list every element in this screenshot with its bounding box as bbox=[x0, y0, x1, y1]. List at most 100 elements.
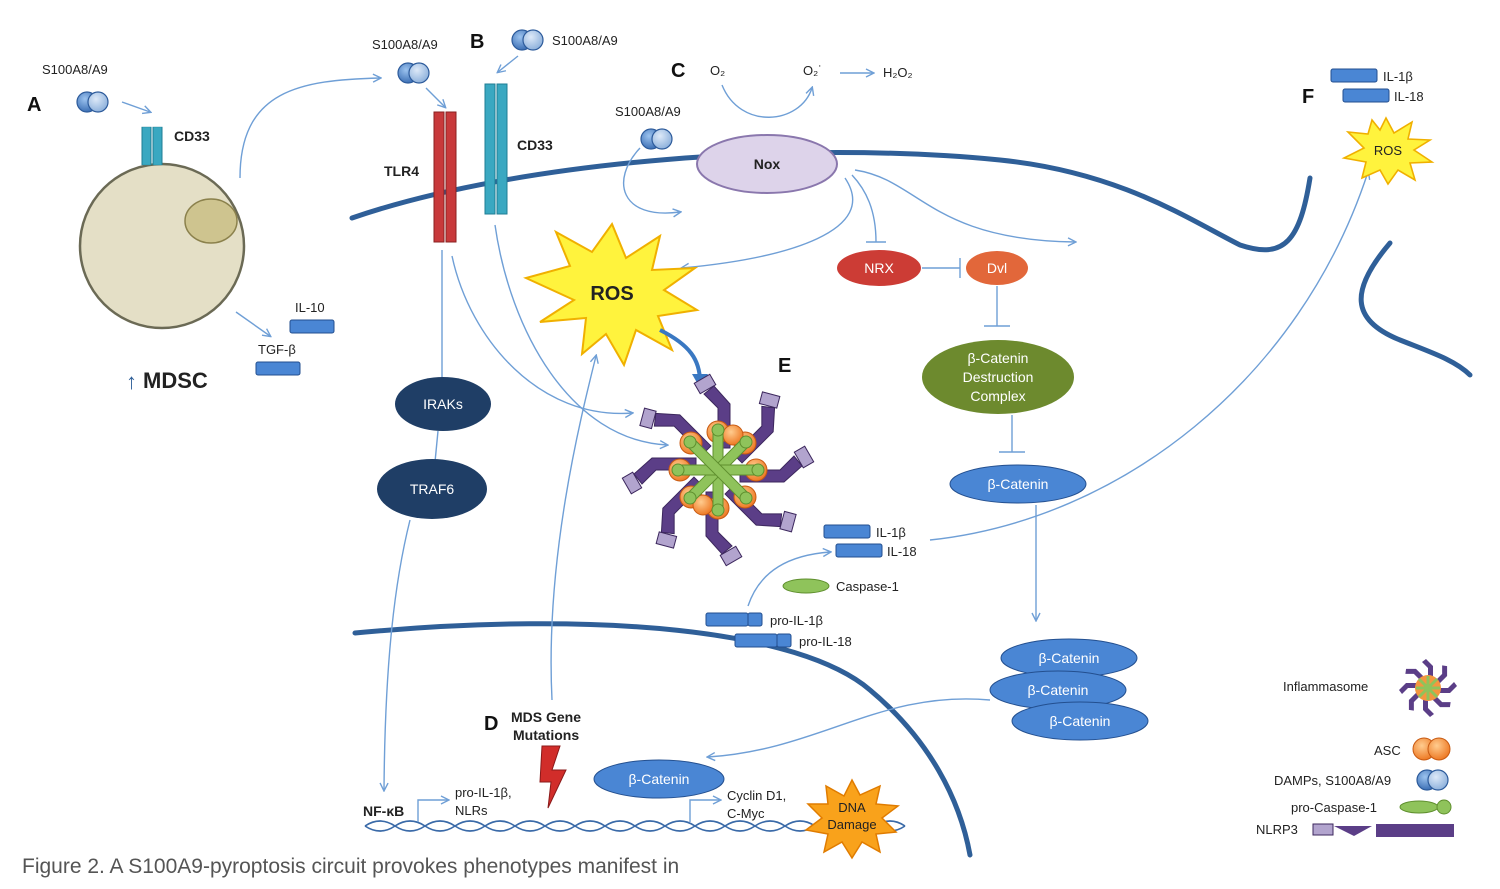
arrow-o2-to-o2-radical bbox=[721, 84, 812, 118]
arrow-s100-c-loop bbox=[623, 147, 680, 213]
iraks-node bbox=[395, 377, 491, 431]
pro-il18-bar bbox=[734, 633, 792, 648]
il1b-label-f: IL-1β bbox=[1383, 69, 1413, 84]
nox-node bbox=[696, 134, 838, 194]
mdsc-label: MDSC bbox=[143, 368, 208, 393]
line-iraks-to-traf6 bbox=[434, 430, 439, 463]
inflammasome-complex bbox=[621, 373, 815, 567]
inhibit-nox-to-nrx bbox=[851, 174, 886, 243]
target2-label-2: C-Myc bbox=[727, 806, 765, 821]
arrow-nox-to-ros bbox=[682, 177, 854, 268]
il1b-bar-e bbox=[823, 524, 871, 539]
arrow-tlr4-to-inflammasome bbox=[451, 255, 632, 413]
target1-label-1: pro-IL-1β, bbox=[455, 785, 512, 800]
pro-il18-label: pro-IL-18 bbox=[799, 634, 852, 649]
arrow-s100-to-cd33-b bbox=[498, 55, 519, 72]
h2o2-label: H₂O₂ bbox=[883, 65, 913, 80]
ros-main-label: ROS bbox=[590, 283, 633, 305]
panel-label-f: F bbox=[1302, 86, 1314, 108]
dvl-label: Dvl bbox=[987, 260, 1007, 276]
bcatenin-nuclear-label: β-Catenin bbox=[629, 771, 690, 787]
iraks-label: IRAKs bbox=[423, 396, 463, 412]
bcatenin-stack-label-3: β-Catenin bbox=[1050, 713, 1111, 729]
il10-label: IL-10 bbox=[295, 300, 325, 315]
legend-procaspase-icon bbox=[1399, 799, 1452, 815]
s100-label-a: S100A8/A9 bbox=[42, 62, 108, 77]
o2-radical-label: O₂˙ bbox=[803, 63, 823, 78]
legend-asc-label: ASC bbox=[1374, 743, 1401, 758]
o2-label: O₂ bbox=[710, 63, 725, 78]
traf6-node bbox=[377, 459, 487, 519]
cd33-receptor-b bbox=[484, 83, 508, 215]
inhibit-nrx-to-dvl bbox=[922, 258, 961, 278]
nrx-label: NRX bbox=[864, 260, 894, 276]
target2-label-1: Cyclin D1, bbox=[727, 788, 786, 803]
s100-dimer-c bbox=[640, 128, 673, 150]
tlr4-receptor bbox=[433, 111, 457, 243]
arrow-nfkb-target bbox=[417, 800, 448, 822]
figure-caption: Figure 2. A S100A9-pyroptosis circuit pr… bbox=[22, 855, 680, 878]
bcatenin-stack-label-2: β-Catenin bbox=[1028, 682, 1089, 698]
legend-procaspase-label: pro-Caspase-1 bbox=[1291, 800, 1377, 815]
arrow-nox-to-right bbox=[854, 169, 1075, 242]
cd33-label-b: CD33 bbox=[517, 137, 553, 153]
caspase1-shape bbox=[782, 578, 830, 594]
panel-label-a: A bbox=[27, 94, 41, 116]
il18-label-e: IL-18 bbox=[887, 544, 917, 559]
target1-label-2: NLRs bbox=[455, 803, 488, 818]
bcatenin-node-1 bbox=[949, 464, 1087, 504]
destruction-label-3: Complex bbox=[970, 388, 1025, 404]
dna-damage-burst bbox=[804, 778, 901, 860]
bcatenin-stack-label-1: β-Catenin bbox=[1039, 650, 1100, 666]
s100-dimer-b1 bbox=[397, 62, 430, 84]
arrow-mdsc-to-s100-b bbox=[239, 78, 380, 179]
tlr4-label: TLR4 bbox=[384, 163, 419, 179]
nrx-node bbox=[837, 250, 921, 286]
legend-inflammasome-label: Inflammasome bbox=[1283, 679, 1368, 694]
legend-nlrp3-icon bbox=[1312, 823, 1454, 837]
pro-il1b-label: pro-IL-1β bbox=[770, 613, 823, 628]
legend-nlrp3-label: NLRP3 bbox=[1256, 822, 1298, 837]
cd33-label-a: CD33 bbox=[174, 128, 210, 144]
nfkb-label: NF-κB bbox=[363, 803, 404, 819]
s100-dimer-b2 bbox=[511, 29, 544, 51]
panel-label-b: B bbox=[470, 31, 484, 53]
dna-damage-label-1: DNA bbox=[838, 800, 866, 815]
bcatenin-label-1: β-Catenin bbox=[988, 476, 1049, 492]
panel-label-d: D bbox=[484, 713, 498, 735]
dna-damage-label-2: Damage bbox=[827, 817, 876, 832]
panel-label-e: E bbox=[778, 355, 791, 377]
bcatenin-stack-3 bbox=[1011, 701, 1149, 741]
arrow-s100-to-cd33-a bbox=[121, 101, 150, 112]
cd33-receptor-a bbox=[141, 126, 163, 166]
arrow-cd33-to-inflammasome bbox=[494, 224, 667, 445]
legend-asc-icon bbox=[1412, 737, 1451, 761]
inhibit-complex-to-bcat bbox=[999, 415, 1025, 453]
upper-cell-membrane bbox=[349, 150, 1313, 253]
mds-label-2: Mutations bbox=[513, 727, 579, 743]
arrow-pro-to-mature bbox=[747, 552, 830, 607]
arrow-mds-to-ros bbox=[550, 356, 596, 701]
bcatenin-nuclear-node bbox=[593, 759, 725, 799]
il18-bar-e bbox=[835, 543, 883, 558]
lightning-bolt bbox=[539, 745, 567, 809]
ros-f-label: ROS bbox=[1374, 143, 1403, 158]
dvl-node bbox=[966, 251, 1028, 285]
il1b-label-e: IL-1β bbox=[876, 525, 906, 540]
mds-label-1: MDS Gene bbox=[511, 709, 581, 725]
il1b-bar-f bbox=[1330, 68, 1378, 83]
caspase1-label: Caspase-1 bbox=[836, 579, 899, 594]
s100-label-b1: S100A8/A9 bbox=[372, 37, 438, 52]
destruction-complex-node bbox=[922, 340, 1074, 414]
arrow-ros-to-inflammasome bbox=[659, 328, 708, 388]
mdsc-up-arrow: ↑ bbox=[126, 369, 137, 394]
legend-damps-label: DAMPs, S100A8/A9 bbox=[1274, 773, 1391, 788]
destruction-label-2: Destruction bbox=[963, 369, 1034, 385]
pro-il1b-bar bbox=[705, 612, 763, 627]
tgfb-label: TGF-β bbox=[258, 342, 296, 357]
il18-label-f: IL-18 bbox=[1394, 89, 1424, 104]
arrow-mdsc-to-il10 bbox=[235, 311, 270, 336]
arrow-traf6-to-nfkb bbox=[384, 519, 411, 790]
legend-inflammasome-icon bbox=[1399, 659, 1457, 717]
